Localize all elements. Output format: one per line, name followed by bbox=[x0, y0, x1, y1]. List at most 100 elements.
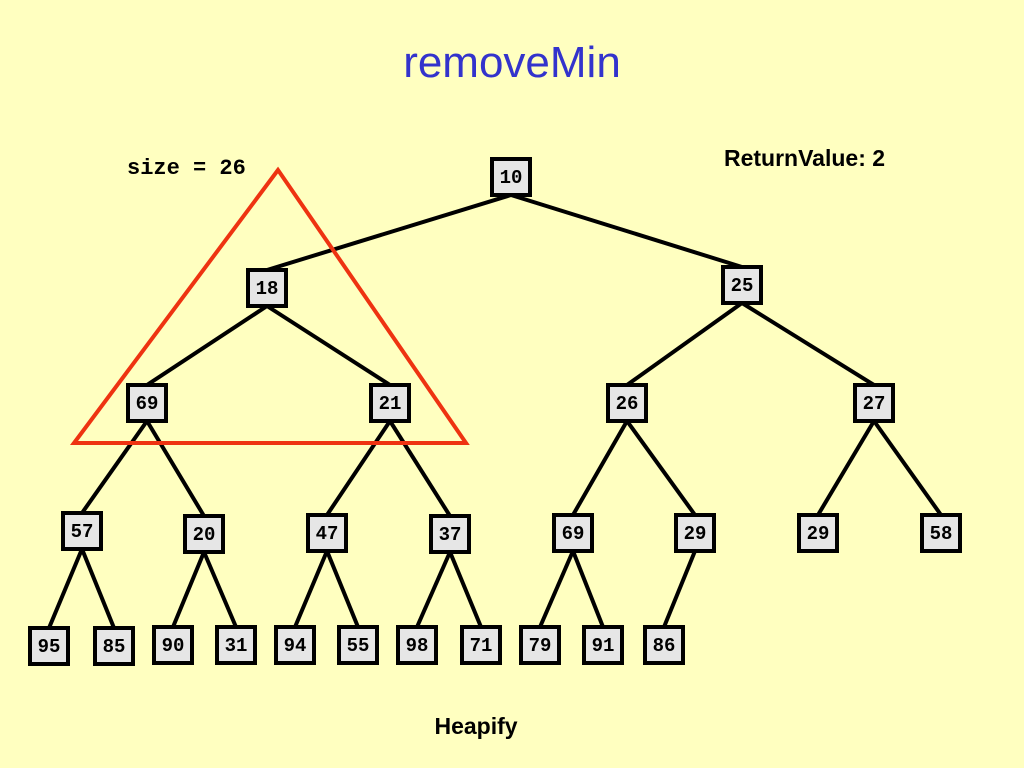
node-value: 18 bbox=[256, 278, 279, 300]
tree-edge bbox=[293, 550, 329, 628]
heap-node: 91 bbox=[582, 625, 624, 665]
node-value: 29 bbox=[807, 523, 830, 545]
heap-node: 85 bbox=[93, 626, 135, 666]
heap-node: 21 bbox=[369, 383, 411, 423]
node-box bbox=[674, 513, 716, 553]
return-value-label: ReturnValue: 2 bbox=[724, 145, 886, 171]
heap-edges bbox=[47, 193, 943, 629]
node-value: 27 bbox=[863, 393, 886, 415]
footer-caption: Heapify bbox=[434, 713, 518, 739]
node-box bbox=[582, 625, 624, 665]
node-value: 55 bbox=[347, 635, 370, 657]
node-value: 98 bbox=[406, 635, 429, 657]
tree-edge bbox=[872, 419, 943, 517]
heap-node: 25 bbox=[721, 265, 763, 305]
heap-node: 57 bbox=[61, 511, 103, 551]
heap-node: 37 bbox=[429, 514, 471, 554]
node-value: 90 bbox=[162, 635, 185, 657]
node-box bbox=[429, 514, 471, 554]
node-box bbox=[337, 625, 379, 665]
node-box bbox=[183, 514, 225, 554]
heap-node: 86 bbox=[643, 625, 685, 665]
tree-edge bbox=[171, 551, 206, 628]
node-box bbox=[369, 383, 411, 423]
tree-edge bbox=[388, 419, 452, 518]
node-box bbox=[721, 265, 763, 305]
tree-edge bbox=[265, 304, 392, 387]
tree-edge bbox=[510, 193, 743, 269]
node-box bbox=[519, 625, 561, 665]
tree-edge bbox=[625, 419, 697, 517]
slide-title: removeMin bbox=[403, 38, 621, 87]
heap-node: 95 bbox=[28, 626, 70, 666]
tree-edge bbox=[740, 301, 876, 387]
heap-node: 94 bbox=[274, 625, 316, 665]
node-value: 95 bbox=[38, 636, 61, 658]
node-value: 10 bbox=[500, 167, 523, 189]
heap-node: 69 bbox=[126, 383, 168, 423]
tree-edge bbox=[571, 550, 605, 628]
heap-node: 10 bbox=[490, 157, 532, 197]
tree-edge bbox=[80, 419, 149, 515]
heap-node: 29 bbox=[674, 513, 716, 553]
heap-node: 20 bbox=[183, 514, 225, 554]
tree-edge bbox=[571, 420, 629, 516]
node-box bbox=[61, 511, 103, 551]
tree-edge bbox=[325, 419, 392, 517]
node-box bbox=[246, 268, 288, 308]
heap-node: 47 bbox=[306, 513, 348, 553]
node-box bbox=[552, 513, 594, 553]
node-box bbox=[490, 157, 532, 197]
tree-edge bbox=[415, 551, 452, 628]
node-box bbox=[93, 626, 135, 666]
heap-node: 90 bbox=[152, 625, 194, 665]
node-value: 57 bbox=[71, 521, 94, 543]
heap-node: 98 bbox=[396, 625, 438, 665]
heap-node: 58 bbox=[920, 513, 962, 553]
node-box bbox=[126, 383, 168, 423]
heap-node: 55 bbox=[337, 625, 379, 665]
heap-node: 79 bbox=[519, 625, 561, 665]
node-box bbox=[853, 383, 895, 423]
node-value: 94 bbox=[284, 635, 307, 657]
node-box bbox=[643, 625, 685, 665]
node-value: 37 bbox=[439, 524, 462, 546]
node-box bbox=[920, 513, 962, 553]
tree-edge bbox=[145, 419, 206, 518]
node-value: 69 bbox=[136, 393, 159, 415]
node-value: 91 bbox=[592, 635, 615, 657]
tree-edge bbox=[80, 548, 116, 629]
heap-node: 27 bbox=[853, 383, 895, 423]
node-value: 29 bbox=[684, 523, 707, 545]
node-value: 58 bbox=[930, 523, 953, 545]
node-value: 71 bbox=[470, 635, 493, 657]
tree-edge bbox=[662, 550, 697, 628]
node-value: 21 bbox=[379, 393, 402, 415]
node-box bbox=[152, 625, 194, 665]
node-value: 79 bbox=[529, 635, 552, 657]
node-value: 31 bbox=[225, 635, 248, 657]
node-value: 86 bbox=[653, 635, 676, 657]
node-value: 47 bbox=[316, 523, 339, 545]
tree-edge bbox=[448, 551, 483, 628]
heap-size-label: size = 26 bbox=[127, 156, 246, 181]
heap-node: 29 bbox=[797, 513, 839, 553]
tree-edge bbox=[47, 548, 84, 629]
tree-edge bbox=[145, 304, 269, 387]
tree-edge bbox=[325, 550, 360, 628]
node-value: 20 bbox=[193, 524, 216, 546]
heap-node: 18 bbox=[246, 268, 288, 308]
heap-node: 26 bbox=[606, 383, 648, 423]
node-box bbox=[215, 625, 257, 665]
node-box bbox=[460, 625, 502, 665]
highlight-triangle bbox=[70, 166, 470, 445]
heap-node: 31 bbox=[215, 625, 257, 665]
tree-edge bbox=[538, 550, 575, 628]
tree-edge bbox=[202, 551, 238, 628]
node-box bbox=[606, 383, 648, 423]
tree-edge bbox=[266, 193, 512, 272]
node-box bbox=[396, 625, 438, 665]
heap-node: 71 bbox=[460, 625, 502, 665]
